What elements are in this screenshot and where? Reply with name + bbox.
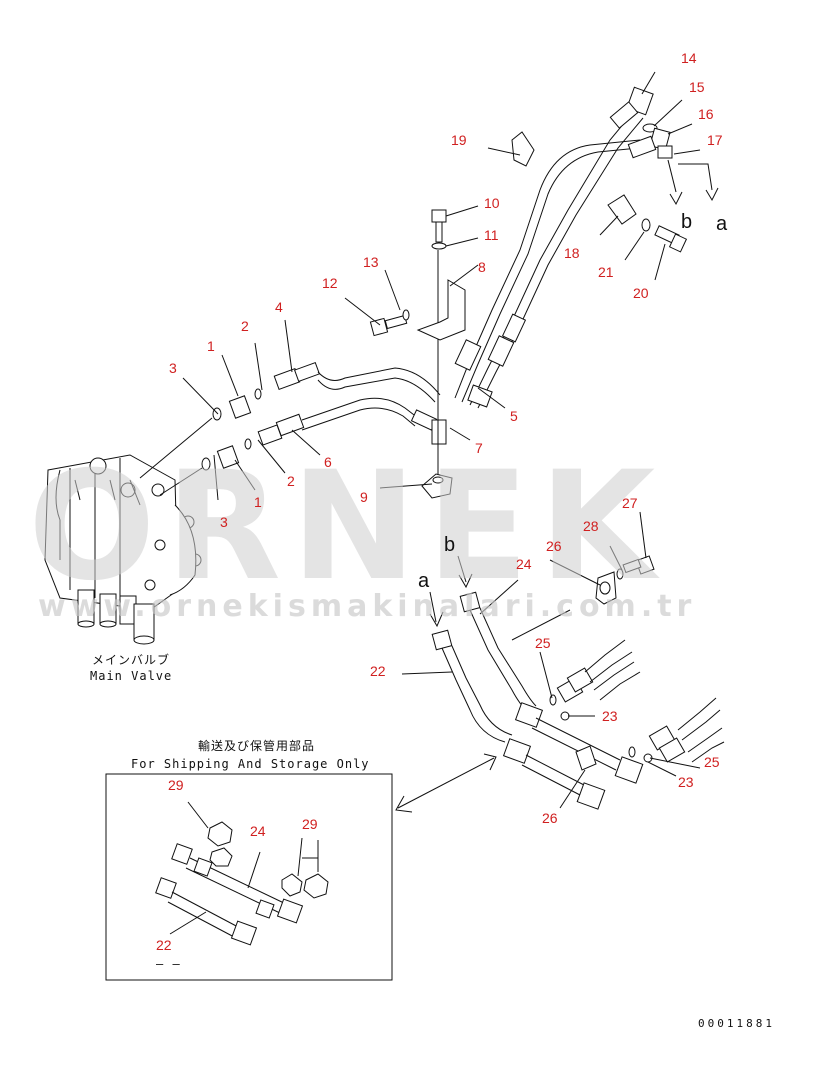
callout-21: 21 [598,264,614,280]
callout-14: 14 [681,50,697,66]
callout-2: 2 [287,473,295,489]
callout-23: 23 [678,774,694,790]
callout-2: 2 [241,318,249,334]
inset-box [105,773,393,981]
callout-7: 7 [475,440,483,456]
callout-19: 19 [451,132,467,148]
watermark-brand: ORNEK [28,440,665,614]
callout-1: 1 [254,494,262,510]
document-number: 00011881 [698,1017,775,1030]
callout-25: 25 [535,635,551,651]
watermark: ORNEK www.ornekismakinalari.com.tr [28,440,696,624]
valve-fittings [139,361,321,496]
callout-9: 9 [360,489,368,505]
leader-lines [182,71,719,501]
inset-title-en: For Shipping And Storage Only [131,757,370,771]
callout-29: 29 [168,777,184,793]
letter-b: b [444,534,455,556]
callout-13: 13 [363,254,379,270]
callout-22: 22 [370,663,386,679]
main-valve-label-en: Main Valve [90,669,172,683]
callout-27: 27 [622,495,638,511]
main-valve-drawing [44,454,202,645]
callout-28: 28 [583,518,599,534]
callout-24: 24 [516,556,532,572]
connection-letters: b a a b [418,211,728,592]
callout-22: 22 [156,937,172,953]
callout-15: 15 [689,79,705,95]
callout-1: 1 [207,338,215,354]
callout-4: 4 [275,299,283,315]
callout-10: 10 [484,195,500,211]
callout-8: 8 [478,259,486,275]
callout-17: 17 [707,132,723,148]
watermark-url: www.ornekismakinalari.com.tr [38,589,696,624]
callout-6: 6 [324,454,332,470]
main-valve-label-jp: メインバルブ [92,652,170,667]
callout-26: 26 [546,538,562,554]
callout-26: 26 [542,810,558,826]
captions: メインバルブ Main Valve 輸送及び保管用部品 For Shipping… [90,652,775,1030]
callout-12: 12 [322,275,338,291]
callout-3: 3 [169,360,177,376]
callout-24: 24 [250,823,266,839]
lower-pipe-assembly [395,511,725,813]
callout-16: 16 [698,106,714,122]
callout-3: 3 [220,514,228,530]
callout-5: 5 [510,408,518,424]
inset-title-jp: 輸送及び保管用部品 [198,738,315,753]
callout-numbers: 1 1 2 2 3 3 4 5 6 7 8 9 10 11 12 13 14 1… [156,50,723,953]
callout-20: 20 [633,285,649,301]
inset-dash: – – [156,957,181,971]
letter-b: b [681,211,692,233]
callout-29: 29 [302,816,318,832]
letter-a: a [716,213,728,235]
hose-assembly [301,86,688,499]
callout-25: 25 [704,754,720,770]
letter-a: a [418,570,430,592]
callout-23: 23 [602,708,618,724]
callout-18: 18 [564,245,580,261]
callout-11: 11 [484,227,499,243]
